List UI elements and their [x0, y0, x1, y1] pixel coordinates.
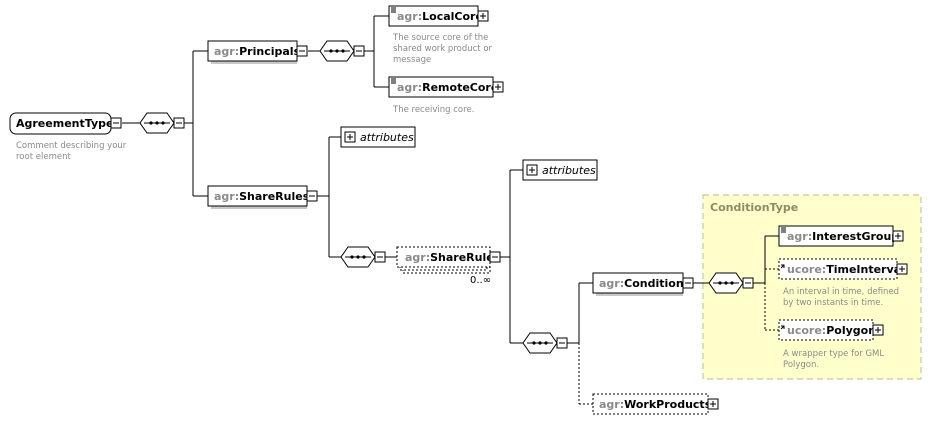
root-element[interactable]: AgreementType	[9, 112, 113, 135]
time-interval-note-line-2: by two instants in time.	[783, 298, 883, 308]
local-core-note-line-3: message	[393, 55, 431, 65]
remote-core-prefix: agr:	[397, 81, 422, 94]
principals-name: Principals	[239, 45, 300, 58]
share-rule-attributes-label: attributes	[542, 164, 596, 177]
time-interval-ref-arrow-icon	[780, 264, 785, 269]
root-comment-line-2: root element	[16, 152, 71, 162]
condition-collapse-button[interactable]	[682, 277, 694, 289]
interest-group-expand-button[interactable]	[892, 230, 904, 242]
root-sequence-compositor[interactable]	[139, 112, 175, 134]
condition-name: Condition	[624, 277, 684, 290]
local-core-name: LocalCore	[422, 10, 483, 23]
work-products-name: WorkProducts	[624, 398, 712, 411]
share-rule-prefix: agr:	[405, 251, 430, 264]
interest-group-name: InterestGroup	[812, 230, 899, 243]
svg-text:agr:LocalCore: agr:LocalCore	[397, 10, 483, 23]
share-rules-collapse-button[interactable]	[306, 190, 318, 202]
condition-sequence-compositor[interactable]	[708, 272, 744, 294]
svg-text:ucore:TimeInterval: ucore:TimeInterval	[787, 263, 905, 276]
root-collapse-button[interactable]	[110, 117, 122, 129]
polygon-expand-button[interactable]	[872, 324, 884, 336]
time-interval-note-line-1: An interval in time, defined	[783, 287, 899, 297]
principals-sequence-compositor[interactable]	[319, 40, 355, 62]
local-core-expand-button[interactable]	[477, 10, 489, 22]
share-rule-occurrence: 0..∞	[470, 275, 491, 286]
local-core-element[interactable]: agr:LocalCore	[388, 5, 483, 27]
time-interval-name: TimeInterval	[826, 263, 905, 276]
share-rules-name: ShareRules	[239, 190, 310, 203]
work-products-prefix: agr:	[599, 398, 624, 411]
time-interval-element[interactable]: ucore:TimeInterval	[778, 258, 905, 280]
share-rules-sequence-compositor[interactable]	[340, 246, 376, 268]
share-rule-name: ShareRule	[430, 251, 494, 264]
interest-group-prefix: agr:	[787, 230, 812, 243]
share-rule-attributes[interactable]: attributes	[522, 159, 598, 181]
root-element-name: AgreementType	[16, 117, 113, 130]
work-products-element[interactable]: agr:WorkProducts	[592, 393, 712, 415]
share-rules-sequence-collapse-button[interactable]	[374, 251, 386, 263]
work-products-expand-button[interactable]	[707, 398, 719, 410]
time-interval-expand-button[interactable]	[896, 263, 908, 275]
polygon-note-line-1: A wrapper type for GML	[783, 349, 884, 359]
condition-element[interactable]: agr:Condition	[592, 272, 684, 296]
svg-text:agr:Principals: agr:Principals	[214, 45, 301, 58]
interest-group-element[interactable]: agr:InterestGroup	[778, 225, 899, 247]
condition-sequence-collapse-button[interactable]	[742, 277, 754, 289]
share-rule-sequence-compositor[interactable]	[522, 332, 558, 354]
svg-text:agr:WorkProducts: agr:WorkProducts	[599, 398, 712, 411]
polygon-prefix: ucore:	[787, 324, 826, 337]
share-rules-element[interactable]: agr:ShareRules	[207, 185, 310, 209]
remote-core-name: RemoteCore	[422, 81, 498, 94]
local-core-note-line-1: The source core of the	[392, 33, 488, 43]
polygon-ref-arrow-icon	[780, 325, 785, 330]
condition-type-label: ConditionType	[710, 201, 798, 214]
svg-text:agr:InterestGroup: agr:InterestGroup	[787, 230, 899, 243]
polygon-note-line-2: Polygon.	[783, 360, 819, 370]
svg-text:agr:ShareRule: agr:ShareRule	[405, 251, 494, 264]
remote-core-element[interactable]: agr:RemoteCore	[388, 76, 498, 98]
principals-sequence-collapse-button[interactable]	[353, 45, 365, 57]
root-comment-line-1: Comment describing your	[16, 141, 127, 151]
principals-collapse-button[interactable]	[296, 45, 308, 57]
time-interval-prefix: ucore:	[787, 263, 826, 276]
svg-text:ucore:Polygon: ucore:Polygon	[787, 324, 876, 337]
principals-prefix: agr:	[214, 45, 239, 58]
svg-text:agr:RemoteCore: agr:RemoteCore	[397, 81, 498, 94]
principals-element[interactable]: agr:Principals	[207, 40, 301, 64]
share-rule-sequence-collapse-button[interactable]	[556, 337, 568, 349]
svg-text:agr:Condition: agr:Condition	[599, 277, 684, 290]
polygon-element[interactable]: ucore:Polygon	[778, 319, 876, 341]
svg-text:agr:ShareRules: agr:ShareRules	[214, 190, 310, 203]
share-rule-collapse-button[interactable]	[489, 251, 501, 263]
remote-core-note-line-1: The receiving core.	[392, 105, 474, 115]
local-core-note-line-2: shared work product or	[393, 44, 493, 54]
polygon-name: Polygon	[826, 324, 876, 337]
share-rule-element[interactable]: agr:ShareRule	[396, 246, 494, 274]
share-rules-attributes-label: attributes	[360, 131, 414, 144]
local-core-prefix: agr:	[397, 10, 422, 23]
root-sequence-collapse-button[interactable]	[173, 117, 185, 129]
remote-core-expand-button[interactable]	[492, 81, 504, 93]
share-rules-attributes[interactable]: attributes	[340, 126, 416, 148]
condition-prefix: agr:	[599, 277, 624, 290]
connectors	[122, 15, 779, 344]
share-rules-prefix: agr:	[214, 190, 239, 203]
